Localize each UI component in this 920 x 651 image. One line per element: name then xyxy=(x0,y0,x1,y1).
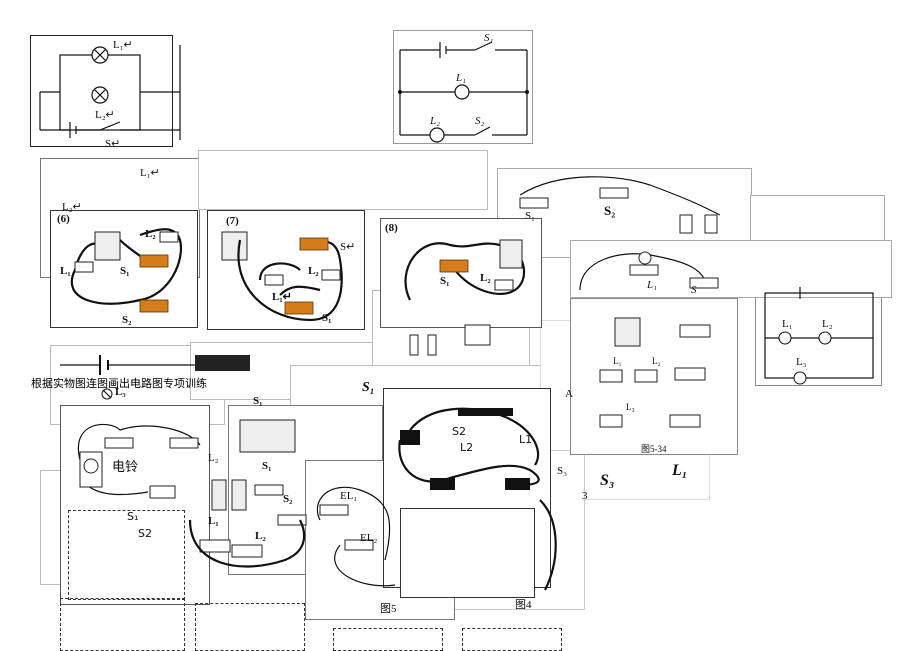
label-l1-right-mid: L₁ xyxy=(647,279,657,291)
label-s2-6: S₂ xyxy=(122,314,132,326)
photo-right-top xyxy=(519,176,721,234)
label-l1-schem: L₁ xyxy=(782,318,793,330)
label-l1-center: L₁ xyxy=(456,72,466,84)
page-title: 根据实物图连图画出电路图专项训练 xyxy=(31,377,207,390)
label-l1-sw: L₁ xyxy=(208,515,219,527)
right-schematic xyxy=(764,287,874,385)
photo-card-back-5 xyxy=(570,240,892,298)
label-s1-bell: S₁ xyxy=(127,510,139,523)
label-s-7: S↵ xyxy=(340,241,356,253)
label-s1-lower: S₁ xyxy=(253,395,263,407)
switches-circuit xyxy=(188,419,307,568)
label-l1-534: L₁ xyxy=(613,356,622,366)
circuit-7 xyxy=(221,231,343,322)
label-s3-lower: S₃ xyxy=(557,465,567,477)
label-s2-center: S₂ xyxy=(475,115,485,127)
label-l2-main: L2 xyxy=(460,441,474,454)
label-l3-schem: L₃ xyxy=(796,356,807,368)
label-s2-sw: S₂ xyxy=(283,493,293,505)
label-l1-main: L1 xyxy=(519,433,533,446)
label-l1-7: L₁↵ xyxy=(272,291,292,303)
label-s1-mid: S₁ xyxy=(362,380,375,395)
label-s-right-mid: S xyxy=(691,284,697,296)
label-l2-8: L₂ xyxy=(480,272,491,284)
label-l2-top: L₂↵ xyxy=(95,109,115,121)
answer-box-main xyxy=(400,508,535,598)
schematic-card-right xyxy=(755,283,882,386)
label-l2-534: L₂ xyxy=(652,356,661,366)
label-l2-6: L₂ xyxy=(145,228,156,240)
bell-circuit xyxy=(77,423,201,499)
label-l2-7: L₂ xyxy=(308,265,319,277)
label-s2-right-top: S₂ xyxy=(604,203,616,218)
fig5-circuit xyxy=(316,486,396,587)
circuit-6 xyxy=(70,228,183,313)
label-l1-6: L₁ xyxy=(60,265,71,277)
label-fig534: 图5-34 xyxy=(641,444,667,454)
label-s1-8: S₁ xyxy=(440,275,450,287)
label-l2-sw: L₂ xyxy=(255,530,266,542)
two-switch-schematic xyxy=(398,41,529,143)
label-a: A xyxy=(565,388,573,400)
label-l1-bottom: L₁ xyxy=(672,462,688,479)
label-l1-top: L₁↵ xyxy=(113,39,133,51)
circuit-8 xyxy=(404,239,526,301)
label-fig6: (6) xyxy=(57,213,70,225)
misc-sketches xyxy=(60,324,491,400)
label-el1: EL₁ xyxy=(340,490,358,502)
parallel-lamps-schematic xyxy=(39,45,181,140)
main-circuit xyxy=(398,407,557,591)
label-el2: EL₂ xyxy=(360,532,378,544)
label-s-top: S↵ xyxy=(105,138,121,150)
label-bell: 电铃 xyxy=(112,460,139,475)
label-s1-sw: S₁ xyxy=(262,460,272,472)
label-s3-bottom: S₃ xyxy=(600,472,615,489)
label-s1-7: S₁ xyxy=(322,312,332,324)
label-l2-center: L₂ xyxy=(430,115,440,127)
label-num3: 3 xyxy=(582,490,588,502)
label-s1-center: S₁ xyxy=(484,32,494,44)
label-s1-6: S₁ xyxy=(120,265,130,277)
label-fig4: 图4 xyxy=(515,599,532,611)
label-s2-main: S2 xyxy=(452,425,466,438)
photo-right-mid xyxy=(579,251,719,291)
label-fig7: (7) xyxy=(226,215,239,227)
label-fig5: 图5 xyxy=(380,603,397,615)
label-l1-back: L₁↵ xyxy=(140,167,160,179)
label-l2-back: L₂↵ xyxy=(62,201,82,213)
label-l2-schem: L₂ xyxy=(822,318,833,330)
label-l3-lower: L₃ xyxy=(115,386,126,398)
label-fig8: (8) xyxy=(385,222,398,234)
label-s1-right-top: S₁ xyxy=(525,210,535,222)
photo-card-back-2 xyxy=(198,150,488,210)
answer-box-1 xyxy=(68,510,185,600)
label-l3-534: L₃ xyxy=(626,402,635,412)
fig534-components xyxy=(599,317,711,428)
label-s2-bell: S2 xyxy=(138,527,152,540)
label-l2-lower: L₂ xyxy=(208,452,219,464)
